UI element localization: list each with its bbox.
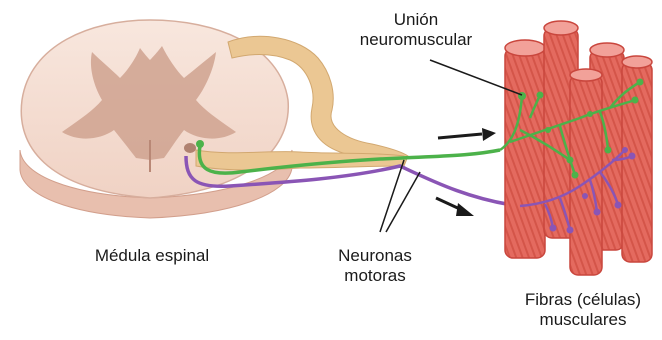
neuromuscular-junction	[545, 127, 551, 133]
direction-arrows	[436, 128, 496, 216]
neuromuscular-junction	[622, 147, 628, 153]
neuromuscular-junction	[587, 111, 593, 117]
neuromuscular-junction	[629, 153, 636, 160]
neuromuscular-junction	[615, 202, 622, 209]
label-fibras: Fibras (células) musculares	[508, 290, 658, 330]
neuromuscular-junction	[594, 209, 601, 216]
label-union-line2: neuromuscular	[356, 30, 476, 50]
muscle-fiber	[505, 40, 545, 258]
neuromuscular-junction	[567, 227, 574, 234]
neuromuscular-junction	[632, 97, 639, 104]
ventral-horn-soma	[184, 143, 196, 153]
leader-neuronas-purple	[386, 172, 420, 232]
neuromuscular-junction	[567, 157, 574, 164]
label-union: Unión neuromuscular	[356, 10, 476, 50]
neuromuscular-junction	[605, 147, 612, 154]
label-medula: Médula espinal	[72, 246, 232, 266]
label-union-line1: Unión	[356, 10, 476, 30]
label-neuronas-line2: motoras	[320, 266, 430, 286]
neuromuscular-junction	[572, 172, 579, 179]
label-neuronas-line1: Neuronas	[320, 246, 430, 266]
muscle-fibers	[505, 21, 652, 275]
arrow-upper	[438, 134, 482, 138]
arrow-upper-head	[482, 128, 496, 141]
label-medula-text: Médula espinal	[72, 246, 232, 266]
green-neuron-soma	[196, 140, 204, 148]
label-fibras-line2: musculares	[508, 310, 658, 330]
neuromuscular-junction	[550, 225, 557, 232]
neuromuscular-junction	[582, 193, 588, 199]
label-fibras-line1: Fibras (células)	[508, 290, 658, 310]
arrow-lower-head	[456, 203, 474, 216]
neuromuscular-junction	[537, 92, 544, 99]
label-neuronas: Neuronas motoras	[320, 246, 430, 286]
neuromuscular-junction	[637, 79, 644, 86]
